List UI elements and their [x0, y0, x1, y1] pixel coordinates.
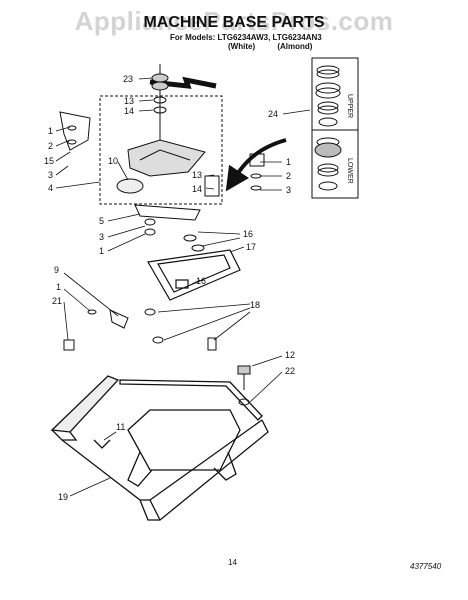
callout-1: 1 [48, 126, 53, 136]
clips [144, 234, 217, 351]
callout-22: 22 [285, 366, 295, 376]
callout-15: 15 [44, 156, 54, 166]
page-number: 14 [228, 558, 237, 567]
callout-1c: 1 [99, 246, 104, 256]
upper-label: UPPER [346, 94, 353, 118]
callout-13b: 13 [192, 170, 202, 180]
callout-9: 9 [54, 265, 59, 275]
lower-label: LOWER [346, 158, 353, 184]
callout-14: 14 [124, 106, 134, 116]
callout-1d: 1 [56, 282, 61, 292]
callout-5: 5 [99, 216, 104, 226]
lower-bearing-parts [314, 137, 342, 191]
document-number: 4377540 [410, 562, 442, 571]
triangle-frame [147, 249, 241, 301]
callout-18: 18 [250, 300, 260, 310]
right-bracket [249, 153, 265, 191]
leveling-leg [237, 365, 251, 406]
callout-2: 2 [48, 141, 53, 151]
machine-base-frame [50, 375, 269, 522]
callout-13: 13 [124, 96, 134, 106]
callout-17: 17 [246, 242, 256, 252]
callout-16b: 16 [196, 276, 206, 286]
callout-labels: 23 13 14 24 1 2 15 3 4 10 13 14 1 2 3 5 … [44, 74, 295, 502]
callout-12: 12 [285, 350, 295, 360]
bearing-kit-frame [311, 57, 359, 199]
leader-lines [55, 77, 311, 497]
callout-1b: 1 [286, 157, 291, 167]
bearing-pointer-arrow [149, 76, 217, 89]
callout-24: 24 [268, 109, 278, 119]
transmission-assembly [116, 64, 220, 197]
variant-labels: (White) (Almond) [228, 42, 332, 51]
watermark: AppliancePartsPros.com [74, 6, 394, 36]
callout-11: 11 [116, 422, 125, 432]
callout-19: 19 [58, 492, 68, 502]
callout-3b: 3 [286, 185, 291, 195]
bearing-kit-panel [311, 57, 359, 199]
upper-bearing-parts [315, 65, 341, 127]
variant-almond: (Almond) [277, 42, 313, 51]
assembly-box [99, 95, 223, 205]
models-line: For Models: LTG6234AW3, LTG6234AN3 [170, 33, 322, 42]
callout-16: 16 [243, 229, 253, 239]
callout-3c: 3 [99, 232, 104, 242]
page-title: MACHINE BASE PARTS [143, 14, 325, 31]
callout-4: 4 [48, 183, 53, 193]
callout-23: 23 [123, 74, 133, 84]
left-bracket [59, 111, 91, 151]
callout-3: 3 [48, 170, 53, 180]
callout-21: 21 [52, 296, 62, 306]
left-small-parts [63, 309, 129, 351]
variant-white: (White) [228, 42, 256, 51]
callout-14b: 14 [192, 184, 202, 194]
suspension-bracket [134, 204, 201, 236]
callout-2b: 2 [286, 171, 291, 181]
callout-10: 10 [108, 156, 118, 166]
lower-pointer-arrow [225, 138, 287, 192]
